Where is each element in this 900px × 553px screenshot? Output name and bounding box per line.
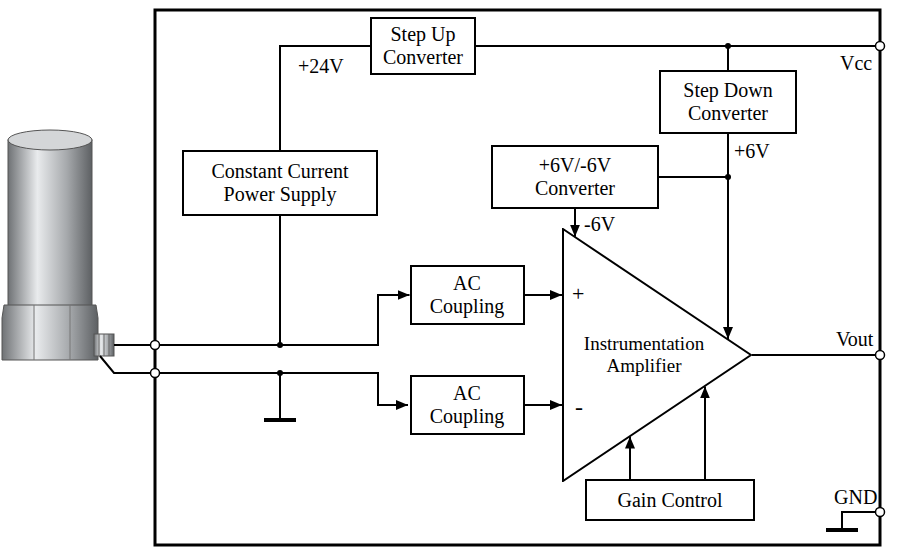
pin-sign: - <box>575 394 583 420</box>
process-box: AC Coupling <box>410 375 525 435</box>
sensor-top <box>8 130 92 150</box>
housing-outline <box>155 10 880 545</box>
terminal <box>876 508 885 517</box>
box-label: Gain Control <box>618 489 723 512</box>
connector-thread <box>109 334 110 356</box>
signal-name: +6V <box>734 140 770 162</box>
hex-edge <box>34 305 35 360</box>
box-label: Constant Current Power Supply <box>190 160 370 206</box>
hex-edge <box>70 305 71 360</box>
box-label: +6V/-6V Converter <box>510 154 640 200</box>
signal-name: +24V <box>298 55 344 77</box>
box-label: AC Coupling <box>420 272 515 318</box>
process-box: AC Coupling <box>410 265 525 325</box>
signal-connector <box>727 134 729 339</box>
signal-connector <box>525 404 563 406</box>
terminal <box>876 42 885 51</box>
box-label: Instrumentation Amplifier <box>574 333 714 377</box>
connector-thread <box>104 334 105 356</box>
box-label: Step Down Converter <box>667 79 789 125</box>
vcc-wire <box>728 45 876 47</box>
terminal <box>151 369 160 378</box>
box-label: AC Coupling <box>420 382 515 428</box>
signal-connector <box>280 216 410 345</box>
ground-wire <box>279 373 281 420</box>
signal-connector <box>659 134 728 177</box>
process-box: Constant Current Power Supply <box>182 150 378 216</box>
signal-wire <box>114 344 280 346</box>
ground-symbol <box>826 528 858 532</box>
signal-name: Vout <box>836 328 873 350</box>
box-label: Step Up Converter <box>378 23 468 69</box>
signal-name: Vcc <box>840 52 872 74</box>
sensor-hex-base <box>2 305 98 360</box>
signal-connector <box>574 209 576 237</box>
ground-wire <box>100 356 408 405</box>
sensor-connector <box>94 334 114 356</box>
junction-dot <box>277 370 283 376</box>
sensor-body <box>8 140 92 310</box>
signal-connector <box>476 46 728 70</box>
terminal <box>151 341 160 350</box>
triangle-shape <box>563 229 751 481</box>
ground-symbol <box>264 418 296 422</box>
process-box: Step Down Converter <box>659 70 797 134</box>
process-box: Gain Control <box>585 479 755 521</box>
signal-connector <box>704 386 706 479</box>
signal-connector <box>525 294 563 296</box>
amplifier-triangle: Instrumentation Amplifier <box>562 228 752 482</box>
signal-connector <box>280 46 370 150</box>
signal-name: GND <box>834 486 877 508</box>
signal-connector <box>629 437 631 479</box>
connector-thread <box>99 334 100 356</box>
pin-sign: + <box>572 282 584 306</box>
gnd-wire <box>842 512 876 530</box>
process-box: Step Up Converter <box>370 17 476 75</box>
terminal <box>876 351 885 360</box>
signal-name: -6V <box>584 213 615 235</box>
accelerometer-sensor <box>2 130 114 360</box>
process-box: +6V/-6V Converter <box>491 145 659 209</box>
output-wire <box>752 354 876 356</box>
